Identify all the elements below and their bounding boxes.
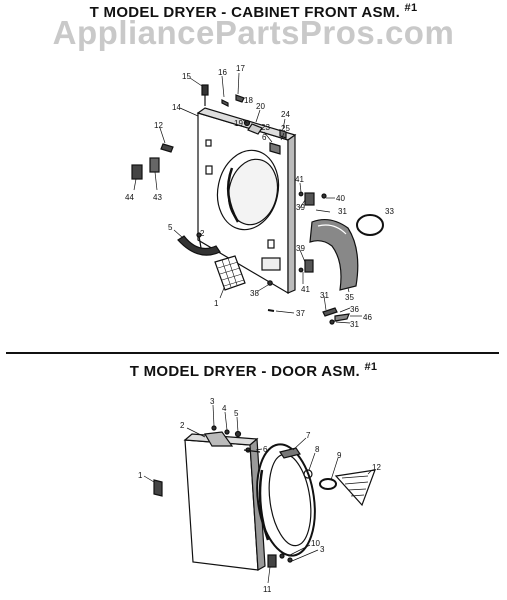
label-40: 40 — [336, 194, 345, 203]
door-label-6: 6 — [263, 445, 268, 454]
door-label-9: 9 — [337, 451, 342, 460]
door-label-2: 2 — [180, 421, 185, 430]
door-part-12-filter — [334, 469, 376, 507]
label-46: 46 — [363, 313, 372, 322]
door-part-10-11 — [267, 553, 293, 568]
watermark: AppliancePartsPros.com — [52, 14, 455, 51]
cabinet-front-title: T MODEL DRYER - CABINET FRONT ASM. #1 — [0, 2, 507, 21]
door-label-8: 8 — [315, 445, 320, 454]
part-16-17-clips — [221, 94, 245, 107]
door-part-3-4-5-screws — [211, 425, 261, 453]
door-part-9 — [319, 478, 337, 490]
part-12-clip — [160, 143, 174, 153]
door-label-11: 11 — [263, 585, 272, 594]
door-assembly-title-text: T MODEL DRYER - DOOR ASM. — [129, 363, 365, 380]
label-38: 38 — [250, 289, 259, 298]
cabinet-front-title-sup: #1 — [404, 2, 418, 14]
label-20: 20 — [256, 102, 265, 111]
label-15: 15 — [182, 72, 191, 81]
part-40-41-brackets — [298, 191, 327, 206]
label-37: 37 — [296, 309, 305, 318]
section-divider — [6, 352, 499, 354]
label-6: 6 — [262, 133, 267, 142]
door-leader-lines — [143, 404, 373, 584]
label-31-middle: 31 — [320, 291, 329, 300]
door-label-5: 5 — [234, 409, 239, 418]
label-17: 17 — [236, 64, 245, 73]
part-37-screw — [267, 309, 275, 312]
cabinet-leader-lines — [133, 72, 362, 324]
label-2: 2 — [200, 229, 205, 238]
part-33-ring — [356, 214, 384, 236]
door-gasket-ring — [256, 443, 316, 557]
door-part-7 — [279, 447, 301, 459]
part-23-25-hinges — [269, 129, 287, 155]
label-35: 35 — [345, 293, 354, 302]
label-14: 14 — [172, 103, 181, 112]
label-18: 18 — [244, 96, 253, 105]
label-36: 36 — [350, 305, 359, 314]
door-label-1: 1 — [138, 471, 143, 480]
label-33: 33 — [385, 207, 394, 216]
part-38 — [267, 280, 273, 286]
label-5: 5 — [168, 223, 173, 232]
part-35-duct — [309, 218, 359, 291]
part-5-catch — [177, 232, 221, 256]
door-part-8 — [303, 469, 313, 479]
door-label-3-bottom: 3 — [320, 545, 325, 554]
label-43: 43 — [153, 193, 162, 202]
door-assembly-title-sup: #1 — [364, 361, 378, 373]
label-16: 16 — [218, 68, 227, 77]
door-part-1-hinge — [153, 479, 163, 497]
label-39-lower: 39 — [296, 244, 305, 253]
label-24: 24 — [281, 110, 290, 119]
door-label-3-top: 3 — [210, 397, 215, 406]
door-label-7: 7 — [306, 431, 311, 440]
door-inner-panel — [204, 431, 234, 447]
part-43-44-brackets — [131, 157, 160, 180]
door-label-4: 4 — [222, 404, 227, 413]
label-12: 12 — [154, 121, 163, 130]
part-15-screw — [201, 84, 209, 106]
cabinet-front-panel — [196, 107, 297, 295]
part-39-41-lower — [298, 259, 314, 273]
label-39-upper: 39 — [296, 203, 305, 212]
door-outer-panel — [183, 433, 266, 571]
door-label-10: 10 — [311, 539, 320, 548]
door-label-12: 12 — [372, 463, 381, 472]
label-41-upper: 41 — [295, 175, 304, 184]
label-23: 23 — [261, 123, 270, 132]
label-31-upper: 31 — [338, 207, 347, 216]
part-36-46-bottom — [322, 307, 350, 325]
label-31-lower: 31 — [350, 320, 359, 329]
label-19: 19 — [234, 119, 243, 128]
label-1: 1 — [214, 299, 219, 308]
cabinet-front-title-text: T MODEL DRYER - CABINET FRONT ASM. — [89, 4, 405, 21]
label-44: 44 — [125, 193, 134, 202]
label-25: 25 — [281, 124, 290, 133]
part-1-lint-grille — [214, 255, 246, 291]
label-41-lower: 41 — [301, 285, 310, 294]
door-assembly-title: T MODEL DRYER - DOOR ASM. #1 — [0, 361, 507, 380]
